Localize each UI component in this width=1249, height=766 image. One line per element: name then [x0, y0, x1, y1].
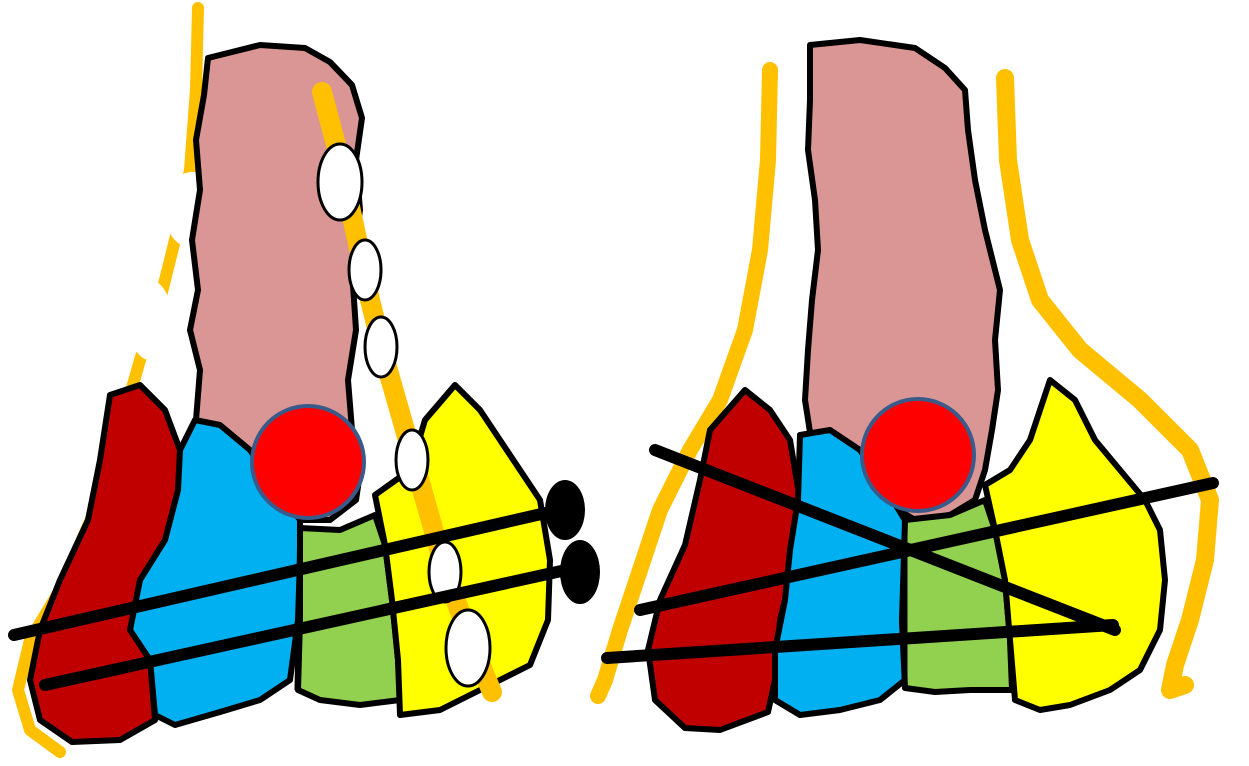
- screw-head: [545, 480, 585, 540]
- right-marker-circle: [862, 399, 974, 511]
- left-panel-plate-fixation: [14, 8, 600, 752]
- plate-hole: [446, 610, 490, 686]
- left-marker-circle: [252, 406, 364, 518]
- right-panel-screw-fixation: [598, 40, 1213, 730]
- plate-hole: [349, 240, 381, 300]
- plate-hole: [365, 317, 397, 377]
- edge-screw-head: [128, 280, 172, 360]
- screw-head: [560, 540, 600, 604]
- right-fragment-yellow: [985, 380, 1165, 710]
- plate-hole: [396, 430, 428, 490]
- plate-hole: [318, 144, 362, 220]
- left-fracture-line: [297, 520, 300, 690]
